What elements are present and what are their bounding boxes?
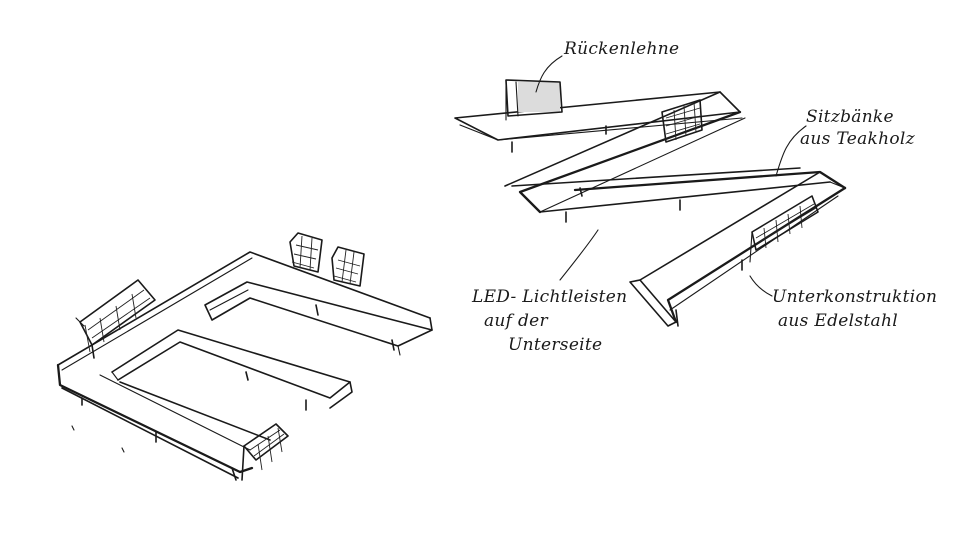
backrest-right-top — [505, 79, 563, 121]
backrest-bottom — [241, 423, 289, 481]
leader-structure — [749, 275, 773, 297]
backrest-right-mid — [661, 99, 703, 143]
leader-backrest — [535, 55, 563, 93]
label-led-line3: Unterseite — [508, 335, 603, 355]
label-structure-line1: Unterkonstruktion — [772, 287, 938, 307]
backrest-top-pair — [289, 232, 365, 287]
leader-led — [559, 229, 599, 281]
zigzag-bench-sketch — [454, 91, 847, 327]
label-led-line2: auf der — [484, 311, 548, 331]
label-seats-line1: Sitzbänke — [806, 107, 894, 127]
label-seats-line2: aus Teakholz — [800, 129, 915, 149]
u-bench-sketch — [56, 251, 433, 481]
backrest-left — [75, 279, 156, 359]
backrest-right-bottom — [749, 195, 819, 263]
leader-lines — [535, 55, 807, 297]
label-led-line1: LED- Lichtleisten — [472, 287, 628, 307]
leader-seats — [775, 125, 807, 177]
label-structure-line2: aus Edelstahl — [778, 311, 898, 331]
label-backrest: Rückenlehne — [564, 39, 680, 59]
